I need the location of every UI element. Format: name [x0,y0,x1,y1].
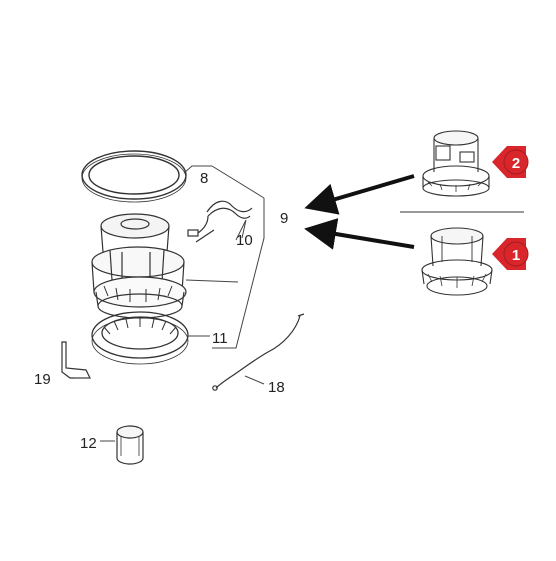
callout-8: 8 [200,170,208,187]
gasket-ring-part [81,150,187,203]
callout-19: 19 [34,371,51,388]
bearing-ring-part [91,311,189,365]
callout-18: 18 [268,379,285,396]
bracket-part [61,341,91,379]
variant-1-label: 1 [512,247,520,264]
callout-12: 12 [80,435,97,452]
motor-variant-1-part [421,227,493,296]
variant-1-badge: 1 [492,238,529,270]
motor-variant-2-part [422,130,490,197]
callout-11: 11 [212,330,228,347]
pointer-arrows [304,174,415,250]
cable-part [212,313,305,391]
motor-assembly-part [91,213,187,319]
callout-9: 9 [280,210,288,227]
wiring-harness-part [187,200,253,243]
variant-2-badge: 2 [492,146,529,178]
variant-2-label: 2 [512,155,520,172]
cylinder-part [116,425,144,465]
leader-lines [74,165,265,442]
callout-10: 10 [236,232,253,249]
